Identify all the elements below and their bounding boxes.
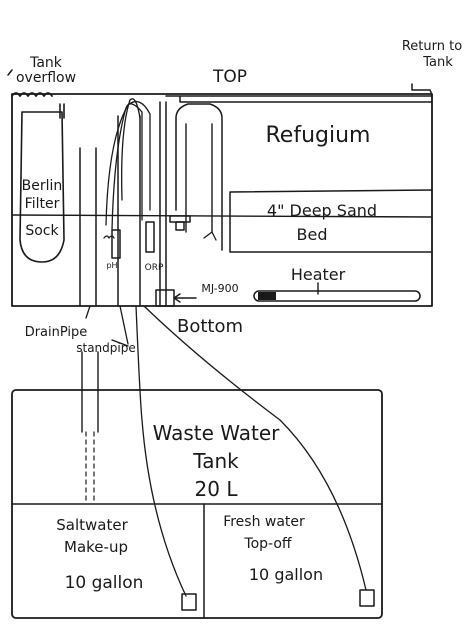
probe-holder-squiggle (103, 235, 115, 239)
drain-pointer (85, 305, 91, 319)
fresh-label-3: 10 gallon (249, 565, 323, 584)
mj900-arrow (173, 293, 197, 303)
inner-tube-arrow (203, 231, 217, 241)
salt-label-1: Saltwater (56, 516, 128, 534)
waste-label-3: 20 L (195, 477, 239, 501)
waste-label-2: Tank (192, 449, 239, 473)
salt-label-3: 10 gallon (65, 573, 144, 593)
standpipe-column (117, 115, 141, 307)
standpipe-label: standpipe (76, 341, 135, 355)
overflow-squiggle (11, 92, 53, 97)
drain-label: DrainPipe (25, 325, 88, 340)
tank-overflow-label-2: overflow (16, 70, 76, 86)
return-label-1: Return to (402, 39, 462, 54)
return-inner-tube (185, 123, 213, 233)
probe-wire-3 (121, 98, 141, 201)
salt-label-2: Make-up (64, 538, 128, 556)
top-label: TOP (212, 67, 247, 87)
drain-pipe-column (79, 147, 97, 307)
refugium-label: Refugium (266, 123, 371, 148)
drain-pipe-lower (81, 351, 99, 433)
sock-holder (59, 103, 65, 119)
pump-body (175, 221, 185, 231)
sand-label-1: 4" Deep Sand (267, 201, 377, 220)
standpipe-pointer (111, 305, 129, 347)
freshwater-hose (143, 305, 367, 591)
berlin-label-1: Berlin (22, 178, 63, 194)
berlin-label-3: Sock (25, 223, 59, 239)
overflow-arrow-tick (7, 69, 13, 76)
sump-outline (11, 93, 433, 307)
berlin-filter-sock (19, 111, 65, 263)
bottom-label: Bottom (177, 316, 243, 337)
fresh-label-1: Fresh water (223, 514, 305, 530)
mj900-label: MJ-900 (201, 282, 238, 295)
baffle-wall (159, 101, 167, 307)
ph-probe (111, 229, 121, 259)
drain-pipe-hidden (85, 431, 95, 501)
probe-wire-2 (111, 103, 143, 231)
heater-cap (258, 292, 276, 300)
heater-body (253, 290, 421, 302)
berlin-label-2: Filter (25, 196, 60, 212)
sand-bed-outline (229, 189, 433, 253)
saltwater-pump (181, 593, 197, 611)
orp-probe (145, 221, 155, 253)
sand-label-2: Bed (297, 225, 328, 244)
return-label-2: Tank (422, 55, 453, 70)
heater-label: Heater (291, 265, 346, 284)
pump-mount (169, 215, 191, 223)
orp-label: ORP (145, 263, 164, 273)
ph-label: pH (106, 261, 117, 270)
fresh-label-2: Top-off (243, 536, 292, 552)
freshwater-pump (359, 589, 375, 607)
tank-overflow-label-1: Tank (29, 55, 63, 71)
waste-label-1: Waste Water (153, 421, 281, 445)
return-chamber-tube (175, 103, 223, 251)
saltwater-hose (135, 305, 187, 597)
refugium-top-pipe (165, 95, 433, 103)
mj900-pump (155, 289, 175, 307)
